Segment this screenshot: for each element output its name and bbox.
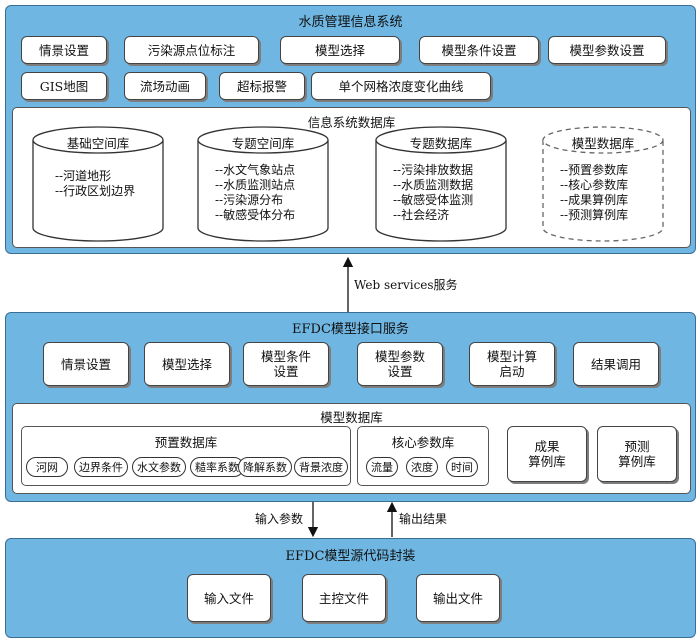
btn-grid-curve[interactable]: 单个网格浓度变化曲线 (311, 72, 491, 100)
lib-model-data-items: --预置参数库 --核心参数库 --成果算例库 --预测算例库 (560, 163, 628, 223)
btn-gis-map[interactable]: GIS地图 (21, 72, 107, 100)
cylinder-topic-space (197, 126, 329, 242)
system-panel: 水质管理信息系统 情景设置 污染源点位标注 模型选择 模型条件设置 模型参数设置… (5, 5, 696, 254)
list-item: --行政区划边界 (55, 184, 136, 198)
result-case-library: 成果 算例库 (507, 426, 587, 482)
preset-database-title: 预置数据库 (154, 435, 218, 450)
system-title: 水质管理信息系统 (298, 15, 403, 30)
btn-if-model-select[interactable]: 模型选择 (144, 342, 230, 386)
pill-degradation: 降解系数 (238, 457, 292, 477)
btn-overlimit-alarm[interactable]: 超标报警 (219, 72, 305, 100)
btn-pollution-marking[interactable]: 污染源点位标注 (124, 36, 259, 64)
preset-database-group: 预置数据库 河网 边界条件 水文参数 糙率系数 降解系数 背景浓度 (21, 426, 351, 486)
list-item: --成果算例库 (560, 193, 629, 207)
btn-if-result-call[interactable]: 结果调用 (573, 342, 659, 386)
list-item: --社会经济 (393, 208, 450, 222)
info-database-box: 信息系统数据库 基础空间库 --河道地形 --行政区划边界 专题空间库 --水文… (12, 107, 691, 248)
pill-background-conc: 背景浓度 (294, 457, 348, 477)
btn-model-select[interactable]: 模型选择 (280, 36, 400, 64)
btn-model-param[interactable]: 模型参数设置 (548, 36, 666, 64)
btn-output-file[interactable]: 输出文件 (416, 574, 500, 622)
lib-topic-data-title: 专题数据库 (409, 136, 473, 151)
btn-flow-animation[interactable]: 流场动画 (124, 72, 206, 100)
cylinder-model-data (542, 126, 664, 242)
btn-scenario-setting[interactable]: 情景设置 (21, 36, 107, 64)
list-item: --敏感受体监测 (393, 193, 474, 207)
list-item: --水质监测站点 (215, 178, 296, 192)
model-database-box: 模型数据库 预置数据库 河网 边界条件 水文参数 糙率系数 降解系数 背景浓度 … (12, 403, 691, 494)
cylinder-basic-space (32, 126, 164, 242)
forecast-case-library: 预测 算例库 (597, 426, 677, 482)
input-params-label: 输入参数 (255, 512, 304, 526)
source-panel: EFDC模型源代码封装 输入文件 主控文件 输出文件 (5, 538, 696, 638)
pill-roughness: 糙率系数 (190, 457, 244, 477)
pill-concentration: 浓度 (406, 457, 438, 477)
list-item: --预测算例库 (560, 208, 629, 222)
pill-river-network: 河网 (26, 457, 68, 477)
core-param-group: 核心参数库 流量 浓度 时间 (357, 426, 489, 486)
list-item: --污染源分布 (215, 193, 284, 207)
interface-panel: EFDC模型接口服务 情景设置 模型选择 模型条件 设置 模型参数 设置 模型计… (5, 312, 696, 502)
pill-boundary-condition: 边界条件 (74, 457, 128, 477)
btn-if-model-param[interactable]: 模型参数 设置 (357, 342, 443, 386)
source-title: EFDC模型源代码封装 (285, 549, 416, 564)
list-item: --水文气象站点 (215, 163, 296, 177)
list-item: --污染排放数据 (393, 163, 474, 177)
pill-flow: 流量 (366, 457, 398, 477)
lib-basic-space-items: --河道地形 --行政区划边界 (55, 169, 135, 199)
btn-control-file[interactable]: 主控文件 (302, 574, 386, 622)
list-item: --核心参数库 (560, 178, 629, 192)
list-item: --水质监测数据 (393, 178, 474, 192)
interface-title: EFDC模型接口服务 (292, 322, 409, 337)
list-item: --河道地形 (55, 169, 112, 183)
list-item: --预置参数库 (560, 163, 629, 177)
btn-if-model-condition[interactable]: 模型条件 设置 (243, 342, 329, 386)
core-param-title: 核心参数库 (391, 435, 455, 450)
lib-topic-space-title: 专题空间库 (231, 136, 295, 151)
web-services-label: Web services服务 (354, 278, 458, 292)
btn-input-file[interactable]: 输入文件 (187, 574, 271, 622)
btn-if-scenario[interactable]: 情景设置 (43, 342, 129, 386)
pill-hydrology-param: 水文参数 (132, 457, 186, 477)
cylinder-topic-data (375, 126, 507, 242)
lib-topic-space-items: --水文气象站点 --水质监测站点 --污染源分布 --敏感受体分布 (215, 163, 295, 223)
list-item: --敏感受体分布 (215, 208, 296, 222)
lib-model-data-title: 模型数据库 (571, 136, 635, 151)
pill-time: 时间 (446, 457, 478, 477)
model-database-title: 模型数据库 (320, 410, 383, 425)
lib-basic-space-title: 基础空间库 (66, 136, 130, 151)
lib-topic-data-items: --污染排放数据 --水质监测数据 --敏感受体监测 --社会经济 (393, 163, 473, 223)
btn-if-model-run[interactable]: 模型计算 启动 (469, 342, 555, 386)
output-results-label: 输出结果 (399, 512, 448, 526)
info-database-title: 信息系统数据库 (307, 115, 396, 130)
btn-model-condition[interactable]: 模型条件设置 (419, 36, 539, 64)
